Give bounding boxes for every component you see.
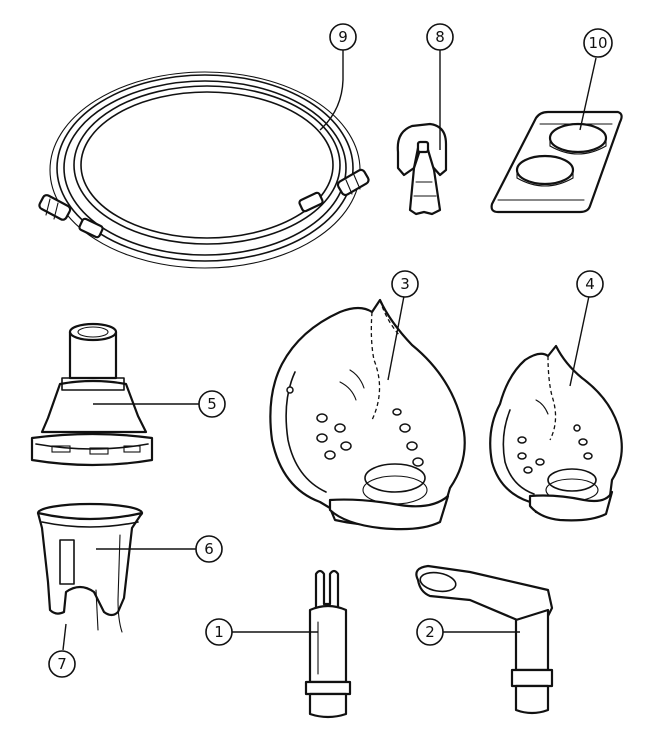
callout-10-label: 10 xyxy=(588,34,607,52)
leader-lines xyxy=(62,50,597,651)
callout-6: 6 xyxy=(195,535,223,563)
mouthpiece-straight xyxy=(304,569,352,719)
callout-9: 9 xyxy=(329,23,357,51)
callout-9-label: 9 xyxy=(338,28,348,46)
callout-6-label: 6 xyxy=(204,540,214,558)
callout-3: 3 xyxy=(391,270,419,298)
callout-7: 7 xyxy=(48,650,76,678)
callout-8-label: 8 xyxy=(435,28,445,46)
callout-4-label: 4 xyxy=(585,275,595,293)
callout-1: 1 xyxy=(205,618,233,646)
mouthpiece-angled xyxy=(415,564,554,715)
callout-5-label: 5 xyxy=(207,395,217,413)
child-mask xyxy=(489,344,623,522)
callout-2-label: 2 xyxy=(425,623,435,641)
callout-10: 10 xyxy=(583,28,613,58)
adult-mask xyxy=(269,298,466,531)
tube-connector-left xyxy=(38,194,104,239)
tube-connector-right xyxy=(298,168,370,213)
nebulizer-cup xyxy=(36,502,144,633)
callout-4: 4 xyxy=(576,270,604,298)
callout-8: 8 xyxy=(426,23,454,51)
callout-7-label: 7 xyxy=(57,655,67,673)
callout-5: 5 xyxy=(198,390,226,418)
connector-piece xyxy=(396,122,448,216)
filter-pack xyxy=(490,110,623,214)
callout-3-label: 3 xyxy=(400,275,410,293)
nebulizer-top xyxy=(30,322,154,467)
callout-1-label: 1 xyxy=(214,623,224,641)
air-tube xyxy=(38,71,370,269)
callout-2: 2 xyxy=(416,618,444,646)
